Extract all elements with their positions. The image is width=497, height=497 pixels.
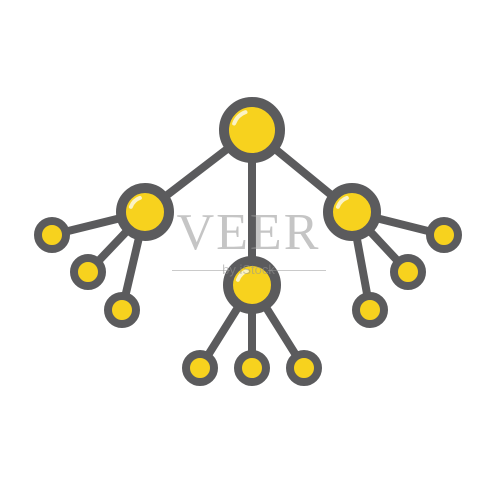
node-m3 bbox=[286, 350, 322, 386]
node-left bbox=[116, 183, 174, 241]
node-highlight bbox=[335, 195, 349, 209]
node-r3 bbox=[352, 292, 388, 328]
node-right bbox=[323, 183, 381, 241]
node-mid bbox=[223, 256, 281, 314]
node-highlight bbox=[232, 110, 248, 126]
watermark-divider-right bbox=[268, 270, 326, 271]
node-m2 bbox=[234, 350, 270, 386]
node-r2 bbox=[390, 254, 426, 290]
node-r1 bbox=[426, 217, 462, 253]
node-highlight bbox=[128, 195, 142, 209]
node-l1 bbox=[34, 217, 70, 253]
node-l3 bbox=[104, 292, 140, 328]
node-root bbox=[219, 97, 285, 163]
node-highlight bbox=[235, 268, 249, 282]
connector-lines bbox=[48, 126, 448, 372]
network-nodes bbox=[34, 97, 462, 386]
node-l2 bbox=[70, 254, 106, 290]
node-m1 bbox=[182, 350, 218, 386]
watermark-divider-left bbox=[172, 270, 230, 271]
